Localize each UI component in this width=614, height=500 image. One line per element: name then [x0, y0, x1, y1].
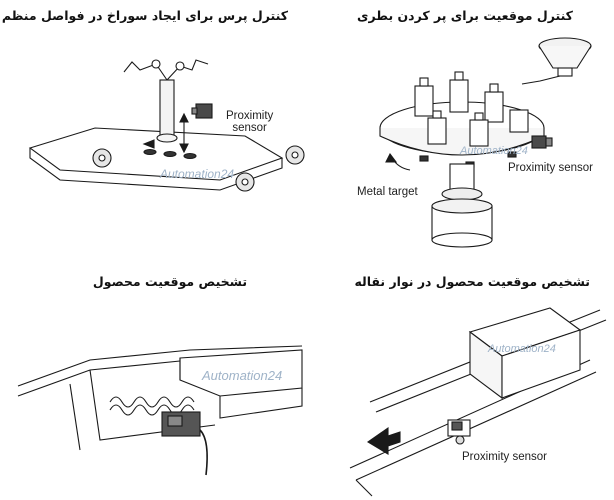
label-proximity-sensor-conveyor: Proximity sensor — [462, 451, 547, 463]
bottle-filling-illustration: Automation24 — [379, 37, 592, 248]
watermark-bottle: Automation24 — [459, 145, 528, 157]
bottles — [414, 71, 529, 147]
title-bottle-filling: کنترل موقعیت برای پر کردن بطری — [357, 8, 573, 23]
press-column — [159, 79, 175, 139]
watermark-press: Automation24 — [159, 167, 234, 181]
label-proximity-sensor-press: Proximity sensor — [226, 110, 273, 134]
product-position-illustration: Automation24 — [17, 345, 303, 476]
title-product-position: تشخیص موقعیت محصول — [92, 274, 248, 289]
metal-sheet — [28, 127, 284, 181]
conveyor-position-illustration: Automation24 — [349, 307, 607, 497]
title-press-control: کنترل پرس برای ایجاد سوراخ در فواصل منظم — [1, 8, 288, 23]
screw-conveyor — [109, 396, 195, 408]
title-conveyor-position: تشخیص موقعیت محصول در نوار نقاله — [354, 274, 590, 289]
press-control-illustration: Automation24 — [28, 59, 305, 192]
label-sensor-word: sensor — [232, 122, 267, 134]
watermark-conveyor: Automation24 — [487, 343, 556, 355]
label-proximity-sensor-bottle: Proximity sensor — [508, 162, 593, 174]
watermark-product: Automation24 — [201, 368, 282, 383]
direction-arrow — [366, 426, 401, 455]
metal-target — [419, 155, 429, 162]
proximity-sensor-bottle — [531, 135, 547, 149]
label-proximity-word: Proximity — [226, 110, 274, 122]
proximity-sensor-press — [195, 103, 213, 119]
label-metal-target: Metal target — [357, 186, 418, 198]
